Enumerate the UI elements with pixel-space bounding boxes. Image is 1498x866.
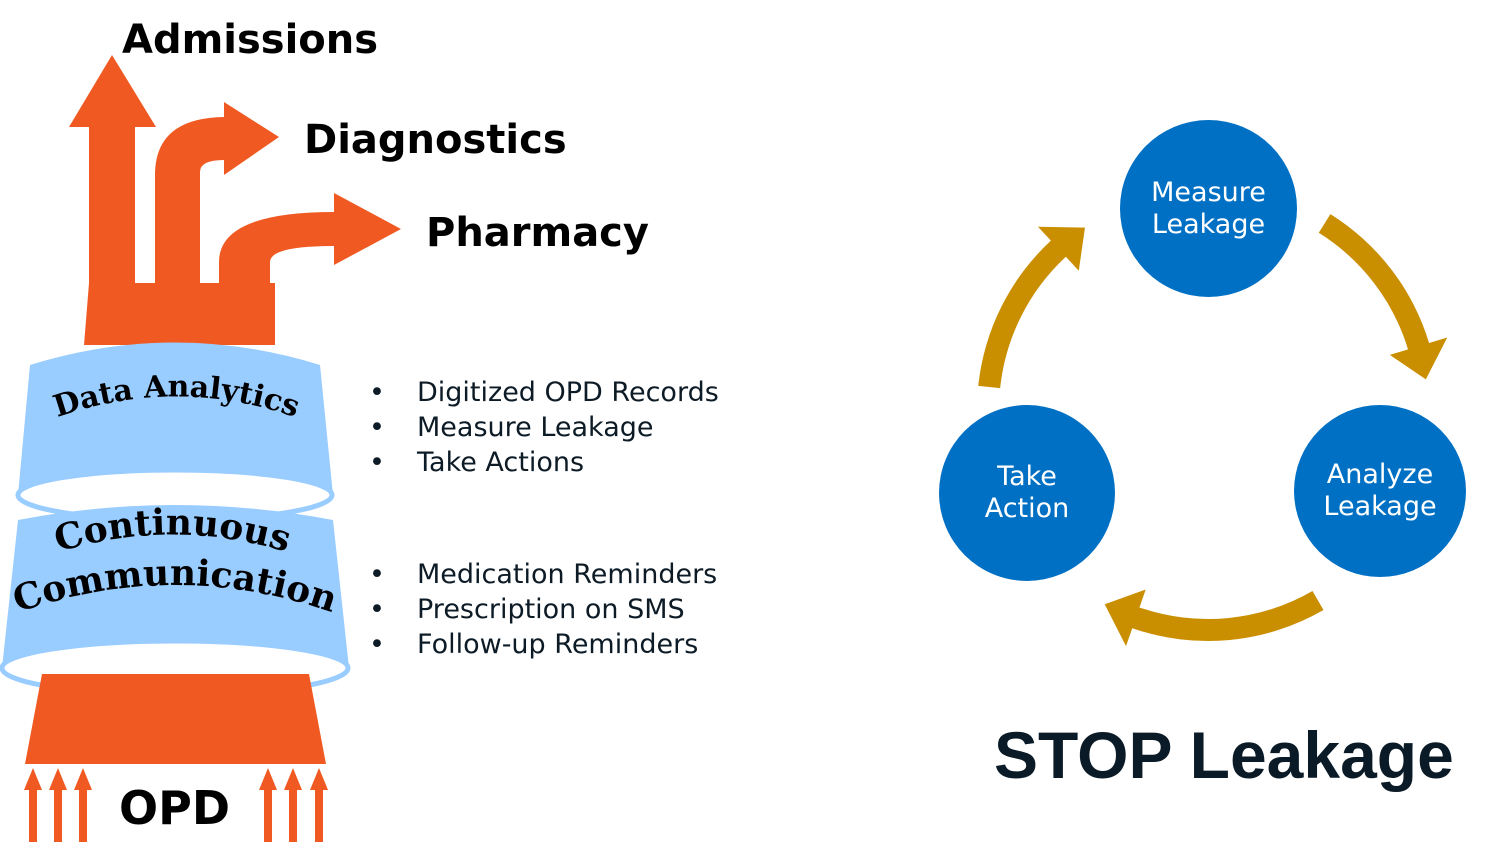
cycle-arrow-icon [978, 226, 1085, 389]
arrow-curve-right-icon [155, 102, 279, 285]
destination-admissions: Admissions [122, 17, 379, 63]
layer-data-analytics: Data Analytics [15, 342, 335, 523]
arrow-up-icon [259, 768, 277, 842]
bullet-item: •Medication Reminders [369, 559, 718, 590]
outflow-arrows [69, 55, 401, 345]
arrow-up-icon [69, 55, 156, 285]
bullet-item: •Measure Leakage [369, 412, 654, 443]
flow-trunk [84, 283, 275, 345]
opd-base [25, 674, 326, 764]
bullet-item: •Digitized OPD Records [369, 377, 719, 408]
destination-diagnostics: Diagnostics [304, 117, 567, 163]
cycle-arrows [978, 214, 1448, 647]
destination-pharmacy: Pharmacy [426, 210, 649, 256]
page-title: STOP Leakage [994, 718, 1454, 792]
arrow-up-icon [49, 768, 67, 842]
arrow-up-icon [74, 768, 92, 842]
bullet-item: •Take Actions [369, 447, 585, 478]
bullet-item: •Follow-up Reminders [369, 629, 699, 660]
inflow-arrows [24, 768, 328, 842]
opd-label: OPD [119, 781, 231, 835]
cycle-arrow-icon [1104, 589, 1324, 647]
communication-bullets: •Medication Reminders •Prescription on S… [369, 557, 717, 662]
bullet-item: •Prescription on SMS [369, 594, 685, 625]
arrow-curve-right-icon [219, 193, 401, 285]
arrow-up-icon [284, 768, 302, 842]
data-analytics-bullets: •Digitized OPD Records •Measure Leakage … [369, 375, 719, 480]
layer-continuous-communication: Continuous Communication [0, 501, 351, 698]
arrow-up-icon [310, 768, 328, 842]
cycle-arrow-icon [1318, 214, 1448, 380]
arrow-up-icon [24, 768, 42, 842]
